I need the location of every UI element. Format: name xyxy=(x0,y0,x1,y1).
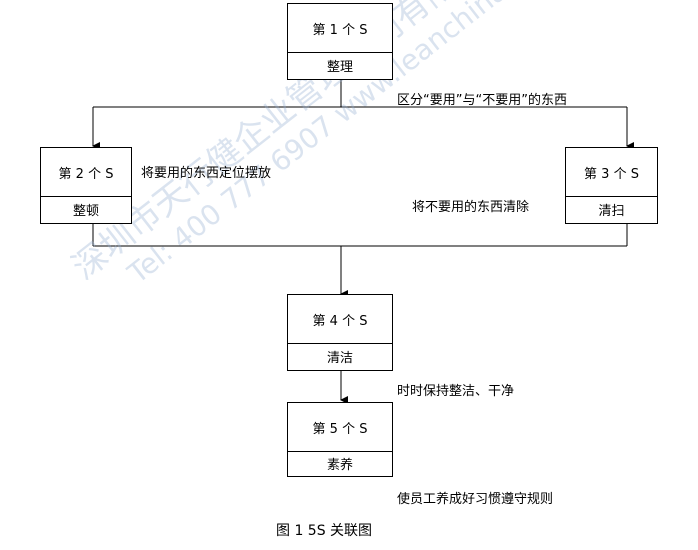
box-fifth-s-number: 第 5 个 S xyxy=(288,403,392,452)
box-second-s-label: 整顿 xyxy=(72,204,99,219)
box-fourth-s-label: 清洁 xyxy=(326,351,353,366)
box-fourth-s: 第 4 个 S 清洁 xyxy=(287,294,393,371)
box-second-s: 第 2 个 S 整顿 xyxy=(40,147,132,224)
note-seiton: 将要用的东西定位摆放 xyxy=(141,166,272,181)
note-seiri: 区分“要用”与“不要用”的东西 xyxy=(397,93,567,108)
box-third-s-number: 第 3 个 S xyxy=(566,148,657,197)
box-second-s-number: 第 2 个 S xyxy=(41,148,131,197)
box-fourth-s-number: 第 4 个 S xyxy=(288,295,392,344)
note-seiso: 将不要用的东西清除 xyxy=(412,200,530,215)
box-first-s: 第 1 个 S 整理 xyxy=(287,3,393,80)
box-fifth-s: 第 5 个 S 素养 xyxy=(287,402,393,477)
note-seiketsu: 时时保持整洁、干净 xyxy=(397,384,515,399)
note-shitsuke: 使员工养成好习惯遵守规则 xyxy=(397,492,554,507)
figure-caption: 图 1 5S 关联图 xyxy=(276,523,373,539)
box-fifth-s-label: 素养 xyxy=(326,458,353,473)
box-third-s: 第 3 个 S 清扫 xyxy=(565,147,658,224)
box-first-s-number: 第 1 个 S xyxy=(288,4,392,53)
box-third-s-label: 清扫 xyxy=(598,204,625,219)
box-first-s-label: 整理 xyxy=(326,60,353,75)
